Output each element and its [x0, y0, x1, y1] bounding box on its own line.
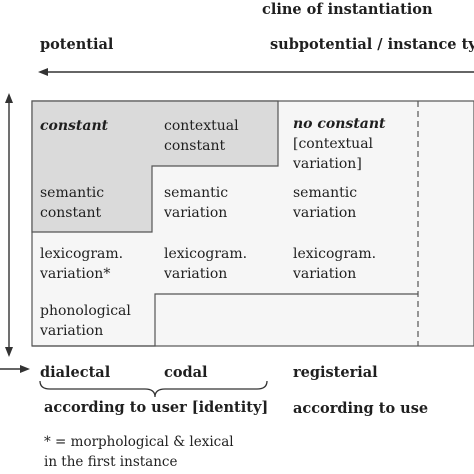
cline-label: cline of instantiation: [262, 1, 433, 18]
cell-contextual-constant: contextual constant: [164, 118, 239, 154]
user-brace: [39, 380, 268, 398]
dialectal-label: dialectal: [40, 364, 111, 381]
arrowhead-left-icon: [38, 68, 48, 76]
arrowhead-right-icon: [20, 365, 30, 373]
according-to-use-label: according to use: [293, 400, 429, 417]
registerial-label: registerial: [293, 364, 378, 381]
cell-lexicogram-variation-1: lexicogram. variation: [164, 246, 248, 282]
cell-constant: constant: [40, 118, 109, 134]
cell-phonological-variation: phonological variation: [40, 303, 131, 339]
cell-semantic-variation-1: semantic variation: [164, 185, 229, 221]
according-to-user-label: according to user [identity]: [44, 399, 269, 416]
potential-label: potential: [40, 36, 114, 53]
arrowhead-down-icon: [5, 347, 13, 357]
cell-lexicogram-variation-star: lexicogram. variation*: [40, 246, 124, 282]
cell-semantic-constant: semantic constant: [40, 185, 105, 221]
codal-label: codal: [164, 364, 208, 381]
cell-no-constant: no constant [contextual variation]: [293, 116, 386, 172]
arrowhead-up-icon: [5, 93, 13, 103]
constant-region: [31, 100, 279, 233]
phonological-region-boundary: [32, 293, 418, 347]
footnote: * = morphological & lexical in the first…: [44, 434, 234, 470]
cell-lexicogram-variation-2: lexicogram. variation: [293, 246, 377, 282]
cell-semantic-variation-2: semantic variation: [293, 185, 358, 221]
subpotential-label: subpotential / instance type: [270, 36, 474, 53]
